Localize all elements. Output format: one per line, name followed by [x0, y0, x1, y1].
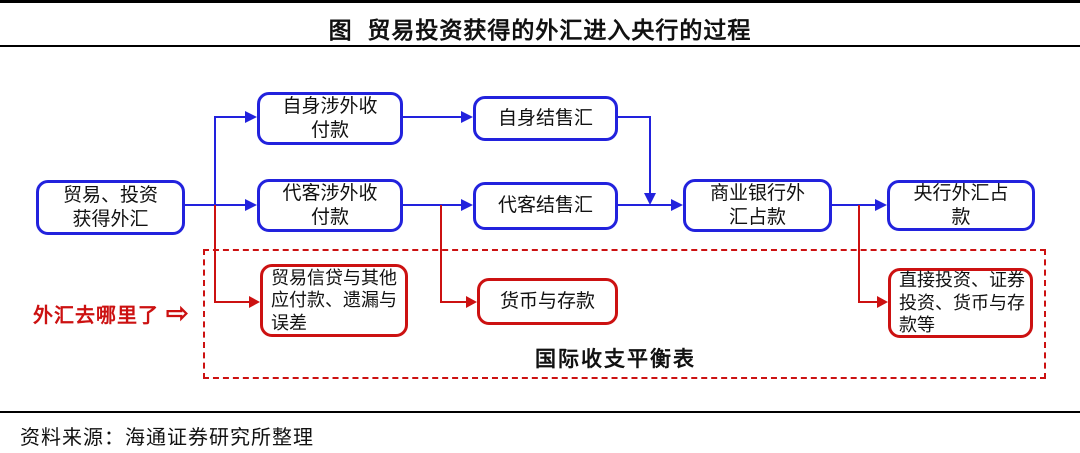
node-direct-investment-box: 直接投资、证券 投资、货币与存 款等 — [888, 268, 1033, 338]
title-divider — [0, 45, 1080, 47]
node-client-cross-border-receipts-box: 代客涉外收 付款 — [257, 179, 403, 232]
node-self-fx-settlement-box: 自身结售汇 — [473, 96, 618, 141]
node-client-fx-settlement-label: 代客结售汇 — [497, 195, 593, 217]
hollow-right-arrow-icon: ⇨ — [166, 298, 189, 328]
node-central-bank-fx-box: 央行外汇占 款 — [887, 180, 1035, 231]
source-note: 资料来源：海通证券研究所整理 — [20, 427, 314, 449]
node-direct-investment-label: 直接投资、证券 投资、货币与存 款等 — [899, 270, 1025, 336]
node-trade-credit-box: 贸易信贷与其他 应付款、遗漏与 误差 — [260, 264, 408, 337]
node-self-fx-settlement-label: 自身结售汇 — [497, 107, 593, 129]
edge-self-settlement-out-line — [618, 116, 651, 118]
arrowhead-to-self-receipts — [245, 111, 257, 123]
node-self-cross-border-receipts-label: 自身涉外收 付款 — [282, 96, 378, 141]
figure-title: 图 贸易投资获得的外汇进入央行的过程 — [328, 17, 752, 43]
node-client-cross-border-receipts-label: 代客涉外收 付款 — [282, 183, 378, 228]
node-commercial-bank-fx-label: 商业银行外 汇占款 — [709, 183, 805, 228]
edge-self-settlement-down-line — [649, 118, 651, 194]
arrowhead-to-client-receipts — [245, 199, 257, 211]
edge-self-receipts-to-settlement-line — [403, 116, 461, 118]
arrowhead-to-client-settlement — [461, 199, 473, 211]
arrowhead-to-trade-credit — [249, 296, 260, 308]
edge-branch-to-self-receipts-line — [214, 116, 246, 118]
arrowhead-to-money-deposit — [466, 296, 477, 308]
bop-dashed-region — [203, 249, 1046, 379]
node-trade-investment-fx-label: 贸易、投资 获得外汇 — [62, 185, 158, 230]
arrowhead-to-commercial-bank — [671, 199, 683, 211]
edge-red-down-mid-line — [440, 205, 442, 303]
edge-client-settlement-to-bank-line — [618, 204, 672, 206]
edge-red-down-left-line — [214, 205, 216, 303]
arrowhead-to-direct-invest — [877, 296, 888, 308]
node-money-deposit-box: 货币与存款 — [477, 278, 618, 325]
bottom-divider — [0, 411, 1080, 413]
arrowhead-merge-down — [644, 193, 656, 205]
edge-client-receipts-to-settlement-line — [403, 204, 461, 206]
edge-red-to-money-line — [440, 301, 467, 303]
fx-where-label: 外汇去哪里了 — [33, 305, 159, 327]
node-client-fx-settlement-box: 代客结售汇 — [473, 182, 618, 230]
fx-where-annotation: 外汇去哪里了 ⇨ — [33, 299, 189, 328]
node-trade-investment-fx-box: 贸易、投资 获得外汇 — [36, 180, 185, 235]
arrowhead-to-central-bank — [875, 199, 887, 211]
node-central-bank-fx-label: 央行外汇占 款 — [913, 183, 1009, 228]
bop-region-label: 国际收支平衡表 — [535, 348, 696, 371]
arrowhead-to-self-settlement — [461, 111, 473, 123]
node-trade-credit-label: 贸易信贷与其他 应付款、遗漏与 误差 — [271, 267, 397, 333]
top-divider — [0, 0, 1080, 3]
node-commercial-bank-fx-box: 商业银行外 汇占款 — [683, 179, 832, 232]
node-self-cross-border-receipts-box: 自身涉外收 付款 — [257, 92, 403, 145]
edge-red-down-right-line — [858, 205, 860, 303]
edge-trade-branch-up-line — [214, 116, 216, 206]
node-money-deposit-label: 货币与存款 — [499, 290, 595, 312]
edge-red-to-trade-credit-line — [214, 301, 250, 303]
edge-bank-to-central-line — [832, 204, 876, 206]
edge-red-to-invest-line — [858, 301, 878, 303]
